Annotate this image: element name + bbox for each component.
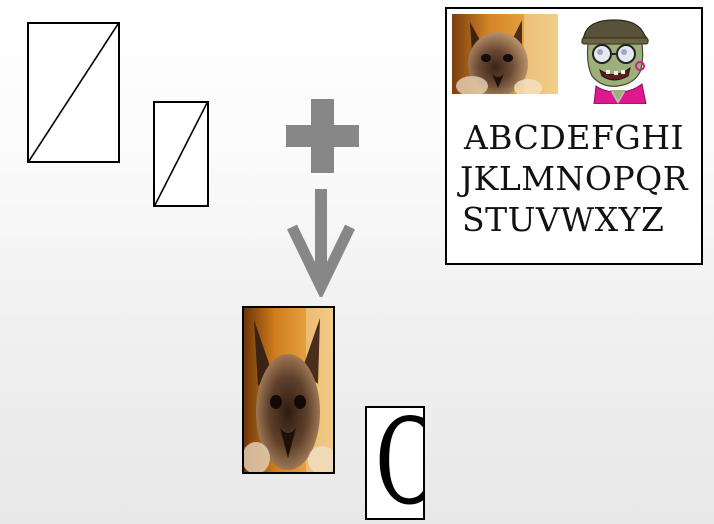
cat-thumbnail-image bbox=[452, 14, 558, 94]
result-cat-texture bbox=[242, 306, 335, 474]
arrow-down-icon bbox=[287, 189, 355, 297]
frame-small-diagonal bbox=[155, 103, 207, 205]
texture-source-panel: ABCDEFGHI JKLMNOPQR STUVWXYZ bbox=[445, 7, 703, 265]
plus-icon bbox=[286, 99, 359, 173]
result-letter-glyph: C bbox=[365, 406, 425, 520]
alphabet-line-1: ABCDEFGHI bbox=[463, 118, 685, 157]
zombie-image bbox=[581, 19, 650, 104]
frame-large-diagonal bbox=[29, 24, 118, 161]
alphabet-glyph-sheet: ABCDEFGHI JKLMNOPQR STUVWXYZ bbox=[447, 117, 701, 240]
frame-large bbox=[27, 22, 120, 163]
siamese-cat-image bbox=[244, 308, 333, 472]
alphabet-line-2: JKLMNOPQR bbox=[459, 159, 689, 198]
frame-small bbox=[153, 101, 209, 207]
alphabet-line-3: STUVWXYZ bbox=[462, 200, 665, 239]
result-letter-text: C bbox=[375, 408, 423, 518]
